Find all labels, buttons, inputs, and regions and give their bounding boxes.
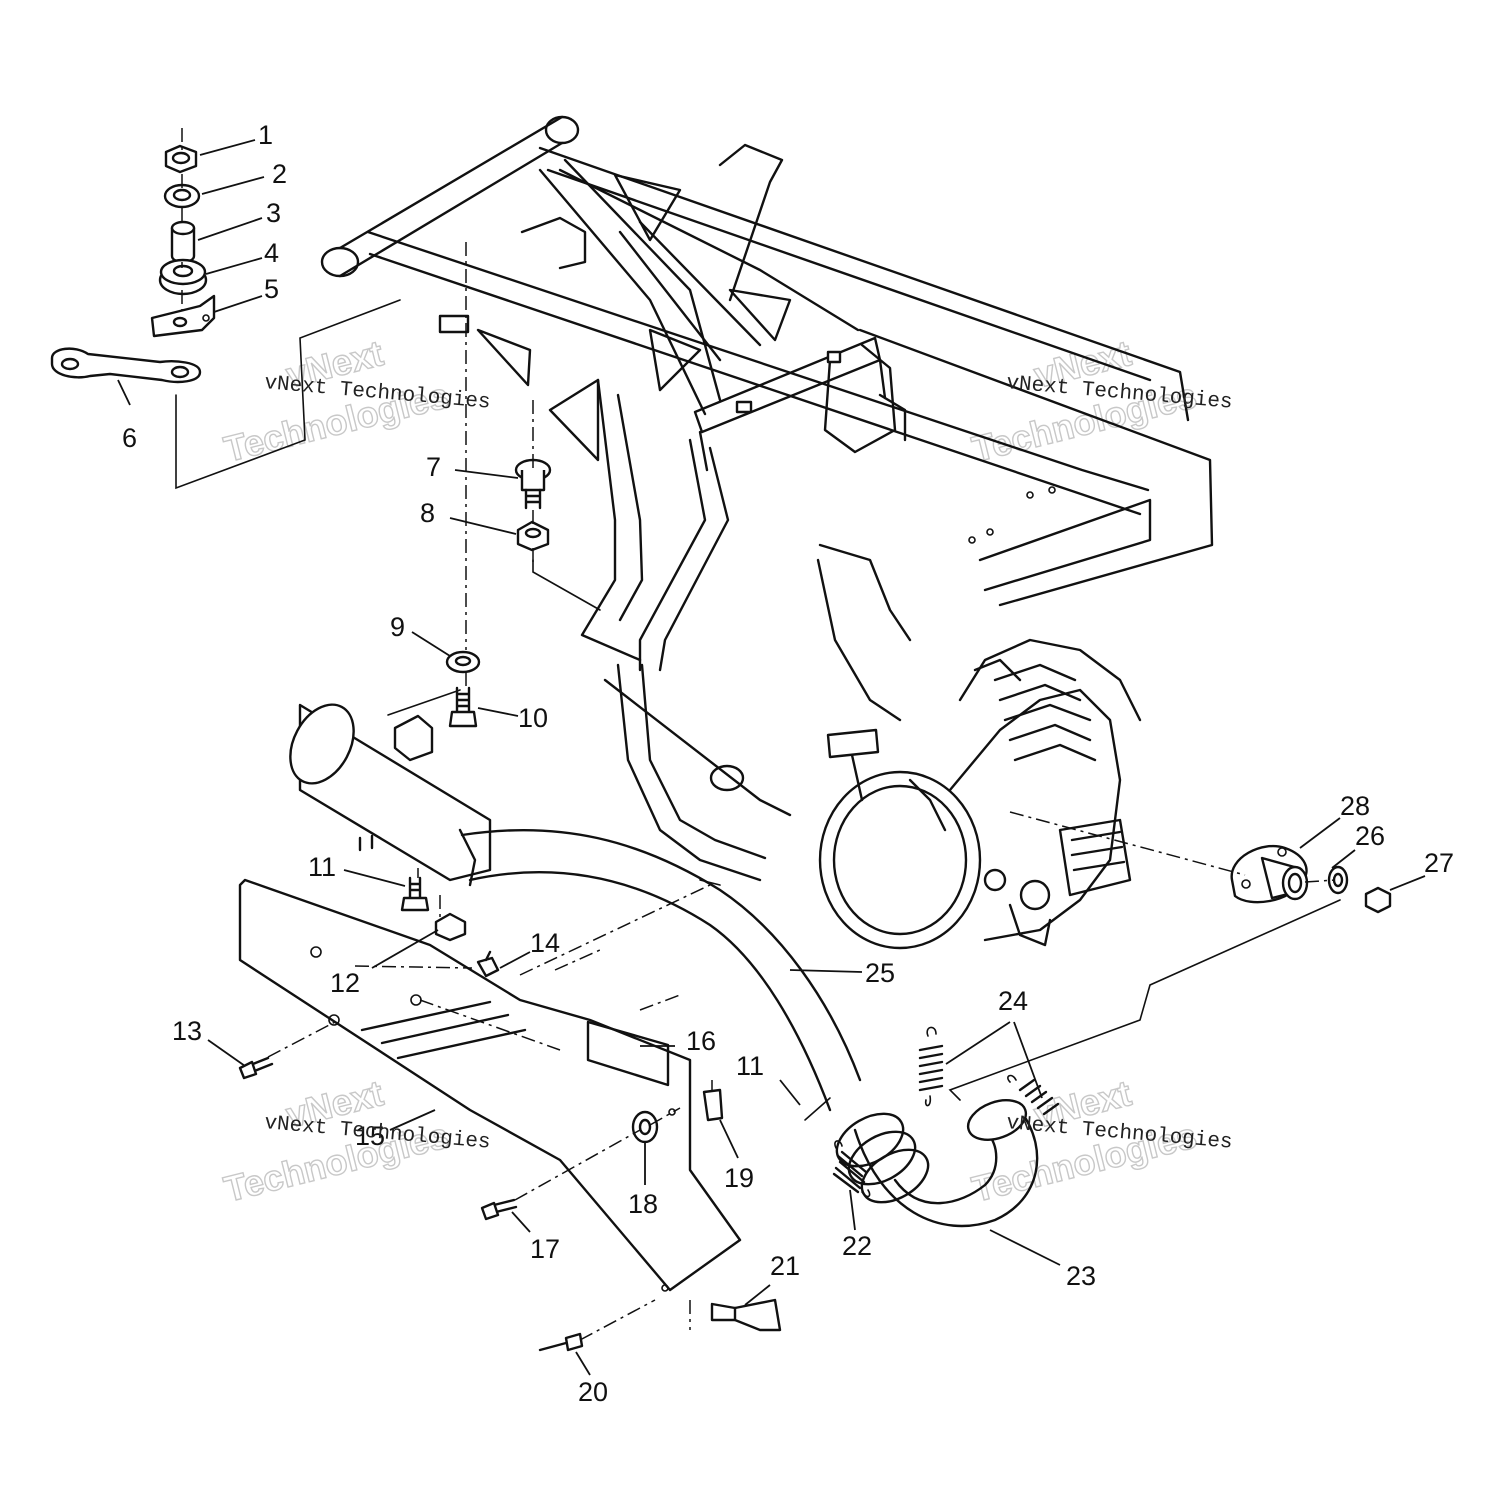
alignment-lines	[175, 128, 1341, 1341]
callout-11-upper: 11	[308, 852, 336, 882]
callout-15: 15	[355, 1121, 385, 1151]
callout-12: 12	[330, 968, 360, 998]
part-11-bolt-upper	[400, 876, 430, 912]
callout-5: 5	[264, 274, 279, 304]
callout-22: 22	[842, 1231, 872, 1261]
callout-1: 1	[258, 120, 273, 150]
callout-labels: 1 2 3 4 5 6 7 8 9 10 11 11 12 13 14 15 1…	[122, 120, 1454, 1407]
part-28-exhaust-flange	[1230, 844, 1309, 904]
callout-10: 10	[518, 703, 548, 733]
part-10-bolt	[448, 686, 478, 728]
part-24-springs	[918, 1026, 1060, 1116]
exhaust-pipe	[460, 828, 862, 1112]
part-26-washer	[1327, 865, 1349, 895]
part-20-screw	[538, 1332, 584, 1352]
vehicle-frame	[320, 115, 1214, 882]
callout-8: 8	[420, 498, 435, 528]
callout-14: 14	[530, 928, 560, 958]
part-1-nut	[164, 144, 198, 174]
part-3-spacer	[170, 220, 196, 264]
part-18-washer	[631, 1110, 659, 1144]
callout-21: 21	[770, 1251, 800, 1281]
callout-16: 16	[686, 1026, 716, 1056]
part-17-screw	[480, 1198, 518, 1221]
callout-4: 4	[264, 238, 279, 268]
part-4-grommet	[158, 258, 208, 296]
part-9-washer	[445, 650, 481, 674]
callout-11-lower: 11	[736, 1051, 764, 1081]
part-13-screw	[238, 1056, 274, 1080]
callout-18: 18	[628, 1189, 658, 1219]
callout-24: 24	[998, 986, 1028, 1016]
callout-9: 9	[390, 612, 405, 642]
part-14-clip	[476, 950, 500, 978]
callout-7: 7	[426, 452, 441, 482]
callout-19: 19	[724, 1163, 754, 1193]
part-27-nut	[1364, 886, 1392, 914]
callout-2: 2	[272, 159, 287, 189]
part-21-bracket	[710, 1298, 782, 1332]
callout-27: 27	[1424, 848, 1454, 878]
callout-25: 25	[865, 958, 895, 988]
leader-lines	[117, 139, 1426, 1376]
heat-shield	[238, 878, 742, 1292]
engine-assembly	[818, 638, 1142, 950]
part-5-bracket	[150, 294, 216, 338]
part-12-nut	[434, 912, 467, 942]
part-22-spring	[832, 1140, 871, 1198]
part-2-washer	[163, 183, 201, 209]
callout-28: 28	[1340, 791, 1370, 821]
callout-26: 26	[1355, 821, 1385, 851]
callout-23: 23	[1066, 1261, 1096, 1291]
callout-17: 17	[530, 1234, 560, 1264]
callout-3: 3	[266, 198, 281, 228]
head-pipe	[835, 1099, 1039, 1228]
callout-20: 20	[578, 1377, 608, 1407]
part-6-mount-bracket	[50, 347, 202, 384]
muffler	[289, 703, 492, 887]
part-8-nut	[516, 520, 550, 552]
part-19-clip	[702, 1080, 724, 1122]
callout-13: 13	[172, 1016, 202, 1046]
callout-6: 6	[122, 423, 137, 453]
